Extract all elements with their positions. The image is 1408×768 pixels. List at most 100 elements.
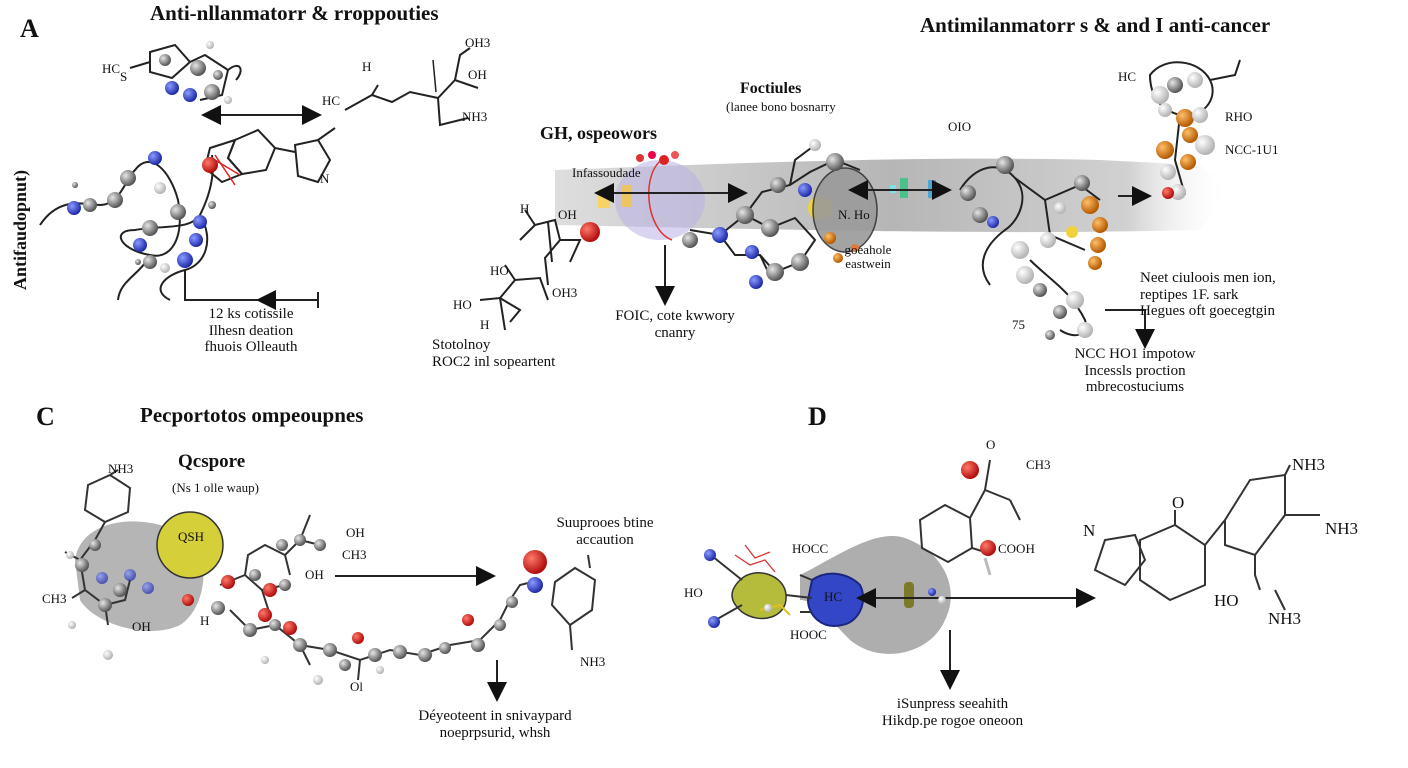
- gh-label: GH, ospeowors: [540, 123, 657, 143]
- formula-nh3-right-c: NH3: [580, 654, 606, 669]
- formula-h-a: H: [362, 59, 372, 74]
- benzene-ring-c: [83, 473, 132, 524]
- formula-nh3-top-d: NH3: [1292, 455, 1326, 474]
- bottom-caption-b: NCC HO1 impotow Incessls proction mbreco…: [1045, 346, 1225, 396]
- panel-a-caption-line-2: Ilhesn deation: [208, 322, 294, 339]
- formula-nh3-right-d: NH3: [1325, 519, 1359, 538]
- panel-a-caption-line-3: fhuois Olleauth: [204, 339, 298, 355]
- number-75: 75: [1012, 317, 1025, 332]
- panel-d-artwork: [711, 459, 1320, 690]
- hex-ring-d1: [1139, 523, 1206, 602]
- formula-nh3-c: NH3: [108, 461, 134, 476]
- ncc-label: NCC-1U1: [1225, 142, 1279, 157]
- formula-nh3-a: NH3: [462, 109, 488, 124]
- bottom-caption-b-line-3: mbrecostuciums: [1085, 379, 1185, 395]
- left-caption-b-line-1: Stotolnoy: [432, 337, 491, 353]
- bottom-caption-c: Déyeoteent in snivaypard noeprpsurid, wh…: [380, 708, 610, 741]
- pentagon-ring-d: [1093, 533, 1147, 587]
- formula-ho-b: HO: [490, 263, 509, 278]
- formula-h-b: H: [520, 201, 530, 216]
- formula-oh-c: OH: [132, 619, 151, 634]
- formula-oh-mid-c: OH: [305, 567, 324, 582]
- formula-ch3-d: CH3: [1026, 457, 1051, 472]
- formula-h-c: H: [200, 613, 210, 628]
- right-caption-b-line-3: Hegues oft goecegtgin: [1140, 303, 1275, 319]
- oio-label: OIO: [948, 119, 972, 134]
- formula-s-a: S: [120, 69, 128, 84]
- gene-label: goeahole eastwein: [832, 242, 904, 272]
- panel-d-atoms: [704, 461, 996, 628]
- formula-n-a: N: [320, 171, 330, 186]
- bottom-caption-b-line-1: NCC HO1 impotow: [1074, 346, 1196, 362]
- panel-b-title: Antimilanmatorr s & and I anti-cancer: [920, 13, 1271, 37]
- qsh-label: QSH: [178, 529, 205, 544]
- mid-caption-line-2: cnanry: [654, 324, 696, 341]
- formula-hooc-d: HOOC: [790, 627, 827, 642]
- panel-c-title: Pecportotos ompeoupnes: [140, 403, 364, 427]
- panel-c-atoms: [66, 534, 547, 685]
- formula-ho2-b: HO: [453, 297, 472, 312]
- bottom-caption-d-line-1: iSunpress seeahith: [896, 696, 1009, 712]
- pentagon-ring-a: [149, 43, 192, 80]
- formula-ch3-top-c: CH3: [342, 547, 367, 562]
- formula-hocc-d: HOCC: [792, 541, 829, 556]
- facticles-subtitle: (lanee bono bosnarry: [726, 99, 836, 114]
- bottom-caption-c-line-1: Déyeoteent in snivaypard: [418, 708, 572, 724]
- formula-oh3-a: OH3: [465, 35, 491, 50]
- formula-cooh-d: COOH: [998, 541, 1035, 556]
- panel-letter-d: D: [808, 402, 827, 431]
- right-caption-c-line-2: accaution: [576, 531, 634, 548]
- right-caption-b-line-2: reptipes 1F. sark: [1140, 286, 1239, 303]
- right-caption-c-line-1: Suuprooes btine: [556, 515, 654, 531]
- formula-h2-b: H: [480, 317, 490, 332]
- left-caption-b-line-2: ROC2 inl sopeartent: [432, 353, 556, 370]
- hc-center-d: [806, 572, 865, 627]
- right-caption-c: Suuprooes btine accaution: [530, 515, 680, 548]
- bottom-caption-c-line-2: noeprpsurid, whsh: [439, 724, 551, 741]
- left-caption-b: Stotolnoy ROC2 inl sopeartent: [432, 337, 555, 370]
- ring-c-right: [550, 566, 597, 627]
- infas-label: Infassoudade: [572, 165, 641, 180]
- formula-oh-top-c: OH: [346, 525, 365, 540]
- formula-hco-a: HC: [322, 93, 341, 108]
- mid-caption-line-1: FOIC, cote kwwory: [615, 308, 735, 324]
- right-caption-b-line-1: Neet ciuloois men ion,: [1140, 270, 1276, 286]
- formula-o-d: O: [1172, 493, 1185, 512]
- formula-ch3-c: CH3: [42, 591, 67, 606]
- panel-letter-a: A: [20, 14, 39, 43]
- right-caption-b: Neet ciuloois men ion, reptipes 1F. sark…: [1140, 270, 1276, 320]
- panel-a-atoms: [67, 41, 232, 273]
- bottom-caption-b-line-2: Incessls proction: [1084, 362, 1186, 379]
- panel-a-caption: 12 ks cotissile Ilhesn deation fhuois Ol…: [186, 306, 316, 356]
- nh-label: N. Ho: [838, 207, 870, 222]
- gene-label-line-2: eastwein: [845, 256, 891, 272]
- qcspore-sub: (Ns 1 olle waup): [172, 480, 260, 495]
- panel-a-title: Anti-nllanmatorr & rroppouties: [150, 1, 439, 25]
- formula-n-d: N: [1083, 521, 1096, 540]
- panel-a-side-label: Antifaudopnut): [10, 169, 30, 290]
- formula-oh3-b: OH3: [552, 285, 578, 300]
- facticles-title: Foctiules: [740, 80, 802, 97]
- hc-center-label: HC: [824, 589, 843, 604]
- pentagon-ring-a2: [293, 138, 332, 184]
- mid-caption: FOIC, cote kwwory cnanry: [600, 308, 750, 341]
- panel-b-atoms: [580, 72, 1215, 340]
- panel-letter-c: C: [36, 402, 55, 431]
- formula-oh-b: OH: [558, 207, 577, 222]
- gene-label-line-1: goeahole: [844, 242, 892, 257]
- panel-b-artwork: [479, 59, 1241, 349]
- bottom-caption-d: iSunpress seeahith Hikdp.pe rogoe oneoon: [860, 696, 1045, 729]
- hex-ring-d2: [1224, 473, 1286, 557]
- hco-label-b: HC: [1118, 69, 1137, 84]
- formula-nh3-bottom-d: NH3: [1268, 609, 1302, 628]
- bottom-caption-d-line-2: Hikdp.pe rogoe oneoon: [881, 712, 1024, 729]
- qcspore-site: [156, 511, 224, 579]
- formula-hc-a: HC: [102, 61, 121, 76]
- formula-ol-c: Ol: [350, 679, 363, 694]
- formula-ho-d: HO: [684, 585, 703, 600]
- formula-ho-right-d: HO: [1214, 591, 1239, 610]
- rho-label: RHO: [1225, 109, 1253, 124]
- formula-oh-a: OH: [468, 67, 487, 82]
- panel-a-artwork: [39, 43, 479, 310]
